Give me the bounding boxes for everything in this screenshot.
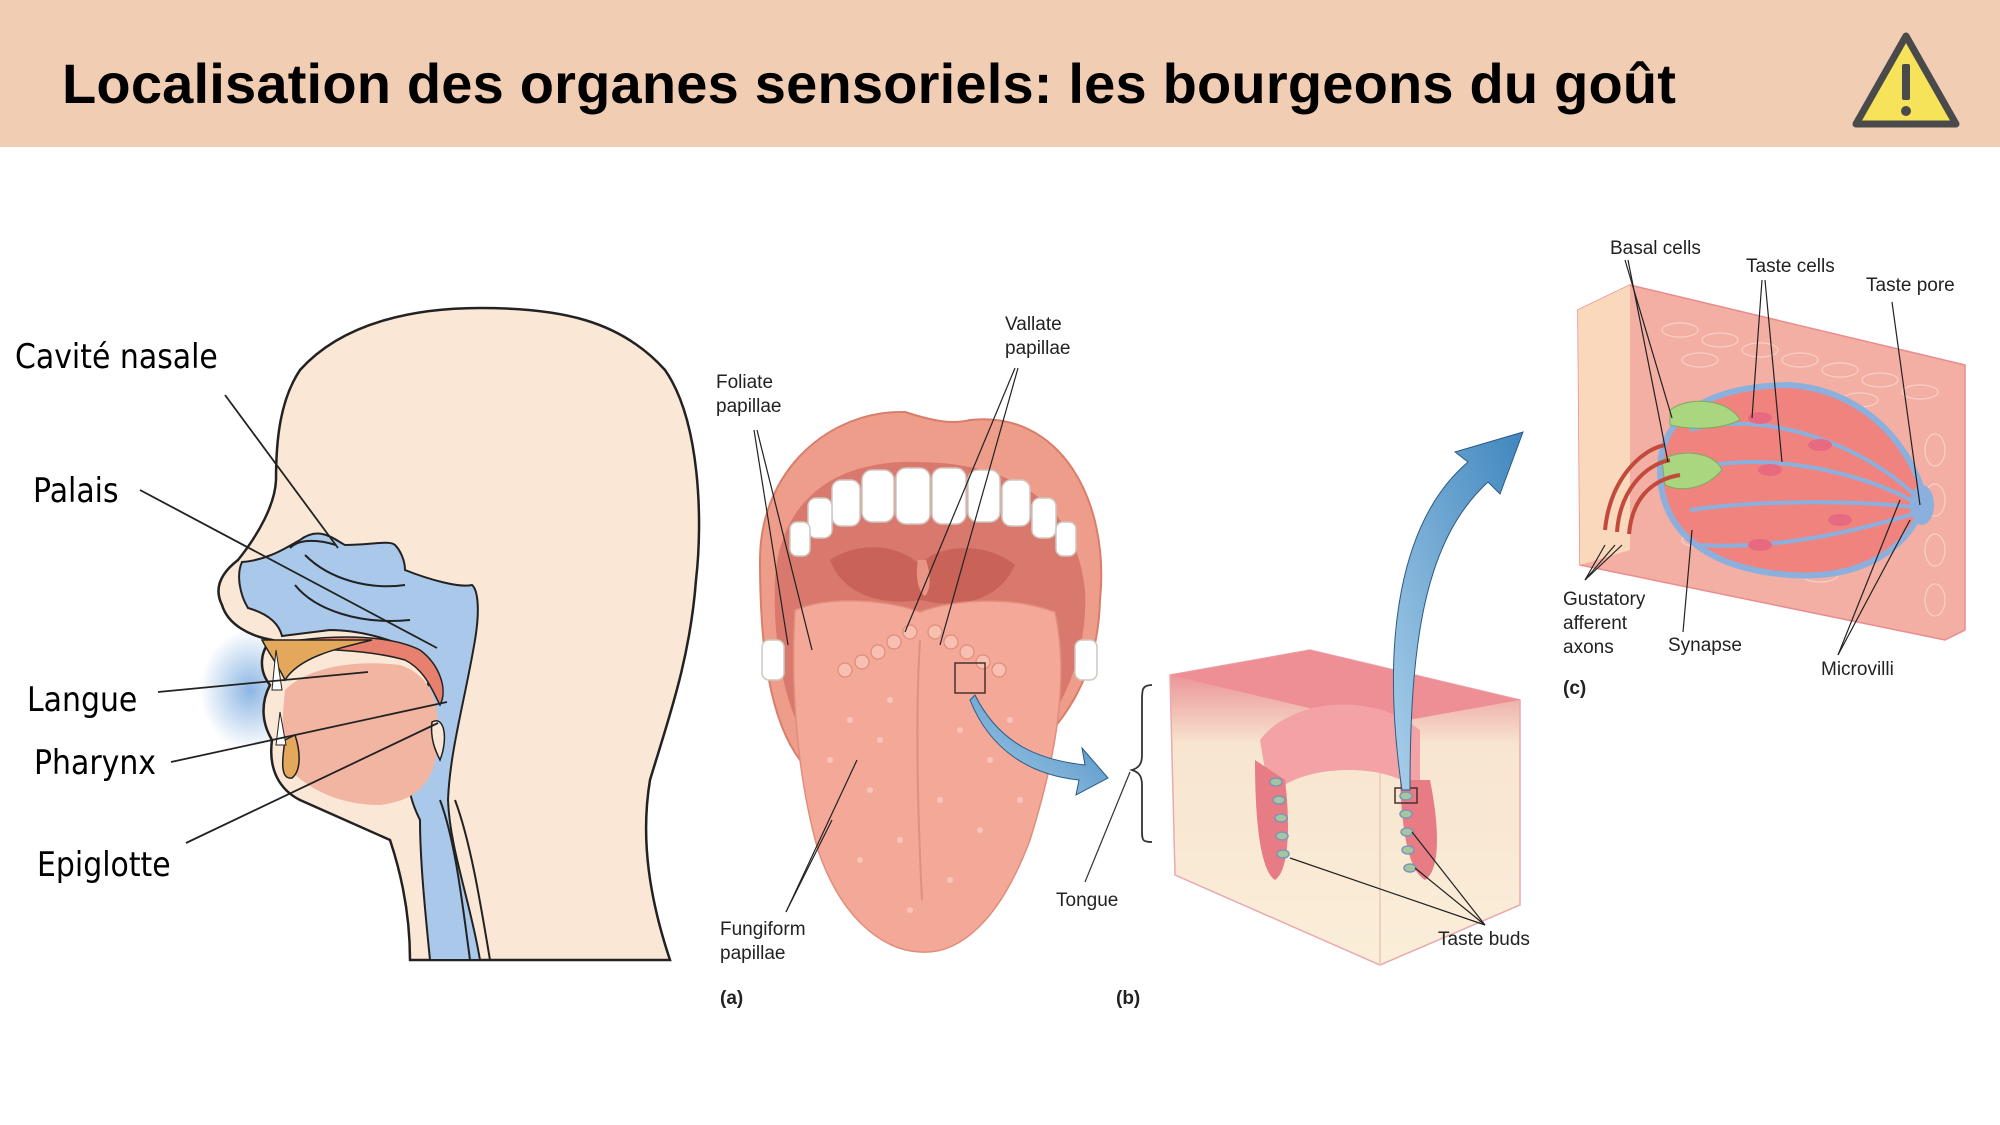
label-basal-cells: Basal cells — [1610, 238, 1701, 259]
slide-title: Localisation des organes sensoriels: les… — [62, 52, 1677, 115]
label-langue: Langue — [27, 680, 138, 720]
slide-header: Localisation des organes sensoriels: les… — [0, 0, 2000, 147]
panel-label-a: (a) — [720, 988, 744, 1009]
label-microvilli: Microvilli — [1821, 659, 1894, 680]
label-gustatory-afferent-axons: Gustatory afferent axons — [1563, 589, 1646, 658]
label-epiglotte: Epiglotte — [37, 845, 171, 885]
label-foliate-papillae: Foliate papillae — [716, 372, 782, 417]
panel-label-c: (c) — [1563, 678, 1587, 699]
label-cavite-nasale: Cavité nasale — [15, 337, 218, 377]
label-fungiform-papillae: Fungiform papillae — [720, 919, 806, 964]
papilla-cross-section-illustration — [1084, 431, 1524, 966]
warning-icon — [1852, 32, 1960, 128]
label-taste-buds: Taste buds — [1438, 929, 1530, 950]
open-mouth-tongue-illustration — [753, 367, 1109, 953]
label-vallate-papillae: Vallate papillae — [1005, 314, 1071, 359]
label-pharynx: Pharynx — [34, 743, 157, 783]
label-tongue: Tongue — [1056, 890, 1119, 911]
head-sagittal-diagram — [139, 306, 701, 962]
label-taste-pore: Taste pore — [1866, 275, 1955, 296]
panel-label-b: (b) — [1116, 988, 1141, 1009]
label-taste-cells: Taste cells — [1746, 256, 1835, 277]
taste-bud-detail-illustration — [1577, 259, 1966, 656]
label-palais: Palais — [33, 471, 119, 511]
label-synapse: Synapse — [1668, 635, 1742, 656]
